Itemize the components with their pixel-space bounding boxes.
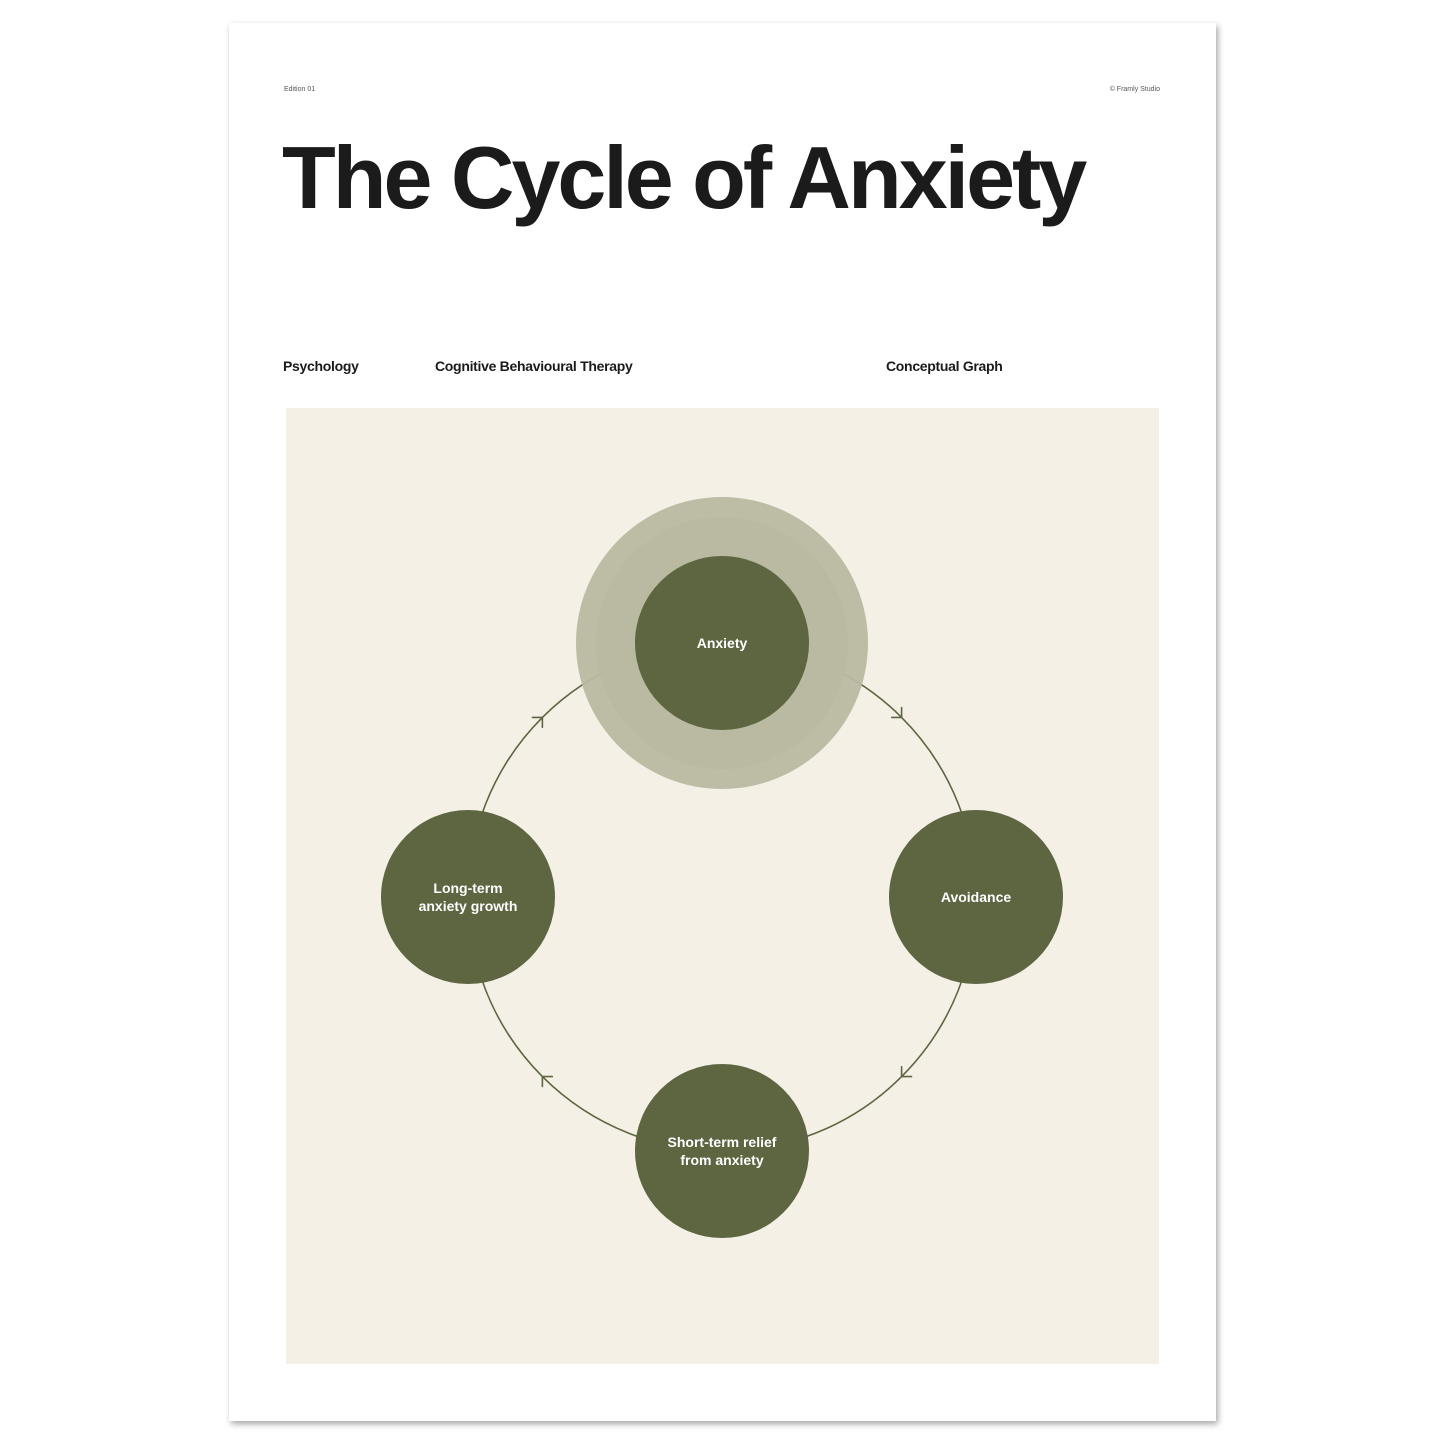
node-avoidance: Avoidance [889,810,1063,984]
tag-field: Psychology [283,358,359,374]
tag-method: Cognitive Behavioural Therapy [435,358,633,374]
node-circle [635,556,809,730]
node-circle [635,1064,809,1238]
arrowhead-avoidance-to-short-term-relief [900,1065,913,1078]
node-circle [889,810,1063,984]
node-label: from anxiety [680,1152,763,1168]
node-label: Avoidance [941,889,1011,905]
copyright-label: © Framly Studio [1109,86,1160,93]
node-label: Anxiety [697,635,748,651]
node-short-term-relief: Short-term relief from anxiety [635,1064,809,1238]
arrowhead-anxiety-to-avoidance [890,706,903,719]
node-label: anxiety growth [419,898,518,914]
page-title: The Cycle of Anxiety [282,128,1087,227]
arrowhead-short-term-relief-to-long-term-growth [541,1075,554,1088]
poster: Edition 01 © Framly Studio The Cycle of … [229,23,1216,1421]
node-label: Long-term [433,880,502,896]
edition-label: Edition 01 [284,86,316,93]
node-circle [381,810,555,984]
node-anxiety: Anxiety [576,497,868,789]
tag-kind: Conceptual Graph [886,358,1003,374]
arrowhead-long-term-growth-to-anxiety [531,716,544,729]
node-long-term-growth: Long-term anxiety growth [381,810,555,984]
node-label: Short-term relief [668,1134,777,1150]
